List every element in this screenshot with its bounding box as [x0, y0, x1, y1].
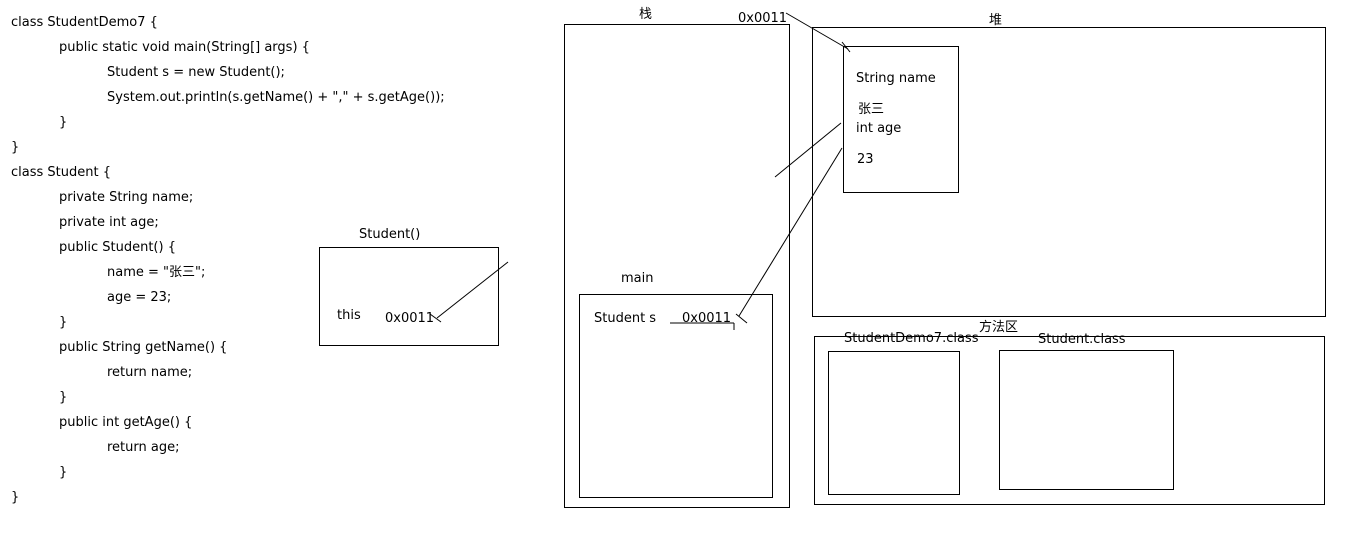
- code-line: }: [59, 465, 68, 480]
- code-line: public static void main(String[] args) {: [59, 40, 310, 55]
- code-line: private String name;: [59, 190, 194, 205]
- code-line: System.out.println(s.getName() + "," + s…: [107, 90, 445, 105]
- code-line: }: [11, 140, 20, 155]
- heap-title: 堆: [989, 13, 1003, 28]
- class-box-student: [999, 350, 1174, 490]
- code-line: name = "张三";: [107, 265, 206, 280]
- this-label: this: [337, 308, 361, 323]
- code-line: }: [59, 115, 68, 130]
- method-area: [814, 336, 1325, 505]
- main-frame-title: main: [621, 271, 654, 286]
- main-var-label: Student s: [594, 311, 657, 326]
- class-box-studentdemo7: [828, 351, 960, 495]
- heap-address: 0x0011: [738, 11, 788, 26]
- code-line: }: [11, 490, 20, 505]
- code-line: return name;: [107, 365, 193, 380]
- code-line: class Student {: [11, 165, 111, 180]
- code-line: return age;: [107, 440, 180, 455]
- field-name-label: String name: [856, 71, 936, 86]
- field-name-value: 张三: [858, 102, 885, 117]
- code-line: private int age;: [59, 215, 159, 230]
- heap-object-box: [843, 46, 959, 193]
- main-var-address: 0x0011: [682, 311, 732, 326]
- code-line: class StudentDemo7 {: [11, 15, 158, 30]
- code-line: }: [59, 390, 68, 405]
- this-address: 0x0011: [385, 311, 435, 326]
- constructor-frame-title: Student(): [359, 227, 421, 242]
- constructor-frame-box: [319, 247, 499, 346]
- code-line: Student s = new Student();: [107, 65, 285, 80]
- main-frame-box: [579, 294, 773, 498]
- stack-title: 栈: [639, 7, 653, 22]
- code-line: }: [59, 315, 68, 330]
- code-line: public int getAge() {: [59, 415, 193, 430]
- source-code-panel: class StudentDemo7 { public static void …: [0, 0, 560, 539]
- code-line: age = 23;: [107, 290, 172, 305]
- code-line: public Student() {: [59, 240, 176, 255]
- class-label-student: Student.class: [1038, 332, 1126, 347]
- class-label-studentdemo7: StudentDemo7.class: [844, 331, 979, 346]
- code-line: public String getName() {: [59, 340, 228, 355]
- field-age-value: 23: [857, 152, 874, 167]
- method-area-title: 方法区: [979, 320, 1019, 335]
- field-age-label: int age: [856, 121, 902, 136]
